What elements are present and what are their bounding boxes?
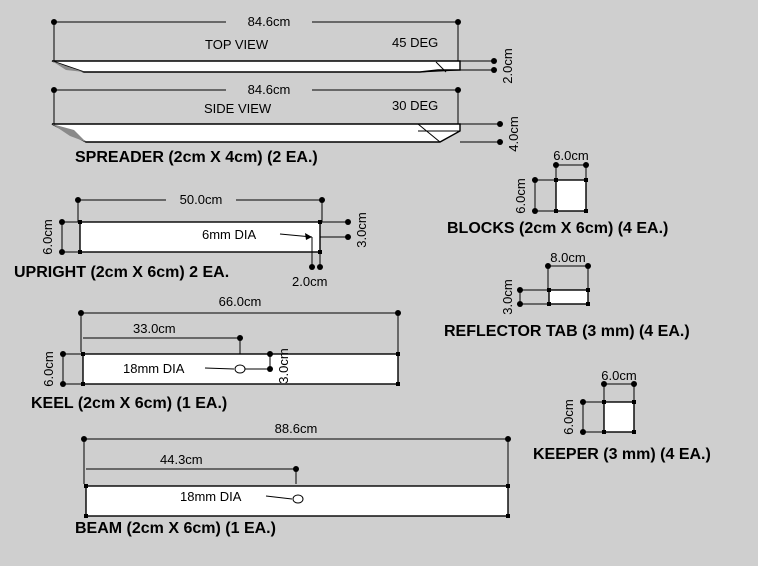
upright-caption: UPRIGHT (2cm X 6cm) 2 EA. xyxy=(14,264,229,281)
keeper-board xyxy=(603,401,635,433)
reflector-tab-part: 8.0cm 3.0cm REFLECTOR TAB (3 mm) (4 EA.) xyxy=(444,250,690,340)
beam-hole xyxy=(292,494,304,504)
keel-caption: KEEL (2cm X 6cm) (1 EA.) xyxy=(31,395,227,412)
upright-part: 50.0cm 6.0cm 6mm DIA 3.0cm 2.0cm UPRIGHT… xyxy=(14,191,369,289)
spreader-top-view-label: TOP VIEW xyxy=(205,37,269,52)
keel-length: 66.0cm xyxy=(219,294,262,309)
reflector-tab-width: 8.0cm xyxy=(550,250,585,265)
beam-caption: BEAM (2cm X 6cm) (1 EA.) xyxy=(75,520,276,537)
spreader-top-thickness: 2.0cm xyxy=(500,48,515,83)
beam-hole-label: 18mm DIA xyxy=(180,489,242,504)
beam-length: 88.6cm xyxy=(275,421,318,436)
upright-hole-label: 6mm DIA xyxy=(202,227,257,242)
blocks-caption: BLOCKS (2cm X 6cm) (4 EA.) xyxy=(447,220,668,237)
blocks-width: 6.0cm xyxy=(553,148,588,163)
keel-height: 6.0cm xyxy=(41,351,56,386)
keel-part: 66.0cm 33.0cm 6.0cm 18mm DIA 3.0cm KEEL … xyxy=(31,294,401,412)
beam-half-length: 44.3cm xyxy=(160,452,203,467)
spreader-top-length: 84.6cm xyxy=(248,14,291,29)
keeper-height: 6.0cm xyxy=(561,399,576,434)
keel-half-length: 33.0cm xyxy=(133,321,176,336)
keel-hole xyxy=(234,364,246,374)
keeper-part: 6.0cm 6.0cm KEEPER (3 mm) (4 EA.) xyxy=(533,368,711,463)
reflector-tab-board xyxy=(548,289,589,305)
spreader-side-thickness: 4.0cm xyxy=(506,116,521,151)
keel-hole-label: 18mm DIA xyxy=(123,361,185,376)
blocks-height: 6.0cm xyxy=(513,178,528,213)
upright-hole-offset: 2.0cm xyxy=(292,274,327,289)
spreader-top-board xyxy=(51,60,461,73)
beam-part: 88.6cm 44.3cm 18mm DIA BEAM (2cm X 6cm) … xyxy=(75,421,511,537)
spreader-side-length: 84.6cm xyxy=(248,82,291,97)
blocks-part: 6.0cm 6.0cm BLOCKS (2cm X 6cm) (4 EA.) xyxy=(447,148,668,237)
spreader-top-bevel xyxy=(52,61,84,72)
keeper-width: 6.0cm xyxy=(601,368,636,383)
spreader-caption: SPREADER (2cm X 4cm) (2 EA.) xyxy=(75,149,318,166)
spreader-side-view: 84.6cm SIDE VIEW 30 DEG 4.0cm SPREADER (… xyxy=(51,81,521,166)
upright-board xyxy=(79,221,321,253)
upright-length: 50.0cm xyxy=(180,192,223,207)
keel-hole-height: 3.0cm xyxy=(276,348,291,383)
reflector-tab-height: 3.0cm xyxy=(500,279,515,314)
reflector-tab-caption: REFLECTOR TAB (3 mm) (4 EA.) xyxy=(444,323,690,340)
blocks-board xyxy=(555,179,587,212)
upright-height: 6.0cm xyxy=(40,219,55,254)
spreader-top-view: 84.6cm TOP VIEW 45 DEG 2.0cm xyxy=(51,13,515,84)
upright-hole-height: 3.0cm xyxy=(354,212,369,247)
spreader-side-view-label: SIDE VIEW xyxy=(204,101,272,116)
spreader-side-board xyxy=(51,123,461,143)
keeper-caption: KEEPER (3 mm) (4 EA.) xyxy=(533,446,711,463)
spreader-side-angle: 30 DEG xyxy=(392,98,438,113)
spreader-top-angle: 45 DEG xyxy=(392,35,438,50)
